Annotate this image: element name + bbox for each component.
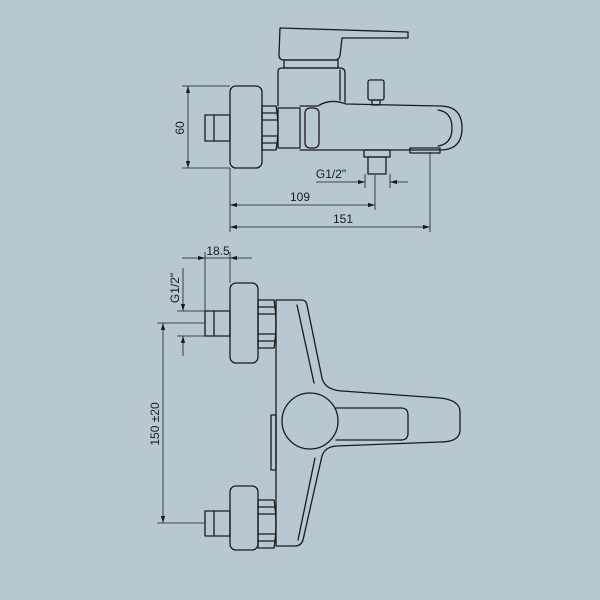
side-hex-nut-facets xyxy=(261,112,279,144)
dim-length-label: 151 xyxy=(333,212,353,226)
front-mixer-body-edge-upper xyxy=(296,304,315,384)
side-diverter-stem xyxy=(371,99,381,106)
side-cartridge-cap xyxy=(283,59,339,69)
side-wall-flange xyxy=(229,85,263,169)
side-outlet-thread xyxy=(367,156,387,175)
dim-centers-label: 150 ±20 xyxy=(148,402,162,446)
dim-thread-label: G1/2" xyxy=(316,167,346,181)
side-outlet-collar xyxy=(363,149,391,158)
dim-front-thread-label: G1/2" xyxy=(168,273,182,303)
dim-stub-label: 18.5 xyxy=(206,244,230,258)
front-body-side-strip xyxy=(270,414,277,471)
side-aerator xyxy=(409,147,441,154)
front-view xyxy=(204,282,461,551)
dim-outlet-label: 109 xyxy=(290,190,310,204)
front-dimensions: 18.5 G1/2" 150 ±20 xyxy=(148,244,252,524)
side-neck xyxy=(277,107,301,149)
front-bottom-hex-nut-facets xyxy=(257,506,277,542)
front-lever-recess xyxy=(335,407,409,441)
side-spout-body xyxy=(299,100,463,151)
side-dimensions: 60 G1/2" 109 151 xyxy=(173,85,431,232)
front-lever-hub xyxy=(281,392,339,450)
side-diverter-knob xyxy=(367,79,385,101)
dim-height-label: 60 xyxy=(173,121,187,135)
side-spout-tip xyxy=(437,109,453,147)
front-mixer-body-edge-lower xyxy=(297,457,316,541)
side-lever-handle xyxy=(278,27,409,61)
side-inlet-stub xyxy=(204,114,231,142)
front-top-inlet-stub xyxy=(204,310,231,337)
side-cartridge-housing xyxy=(277,67,346,107)
front-mixer-body xyxy=(275,299,461,547)
front-bottom-wall-flange xyxy=(229,485,259,551)
side-view xyxy=(204,27,463,175)
side-body-insert xyxy=(304,107,320,149)
front-bottom-inlet-stub xyxy=(204,510,231,537)
front-top-hex-nut-facets xyxy=(257,306,277,342)
front-top-wall-flange xyxy=(229,282,259,364)
